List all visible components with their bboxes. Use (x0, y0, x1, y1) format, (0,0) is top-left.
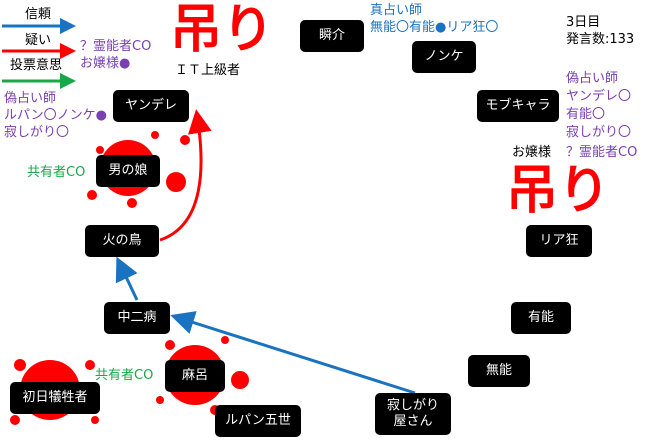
day-label: 3日目 (566, 15, 601, 30)
post-count: 発言数:133 (566, 32, 635, 47)
node-otokonoko[interactable]: 男の娘 (96, 155, 160, 187)
fake-seer-left-1: 偽占い師 (4, 91, 57, 106)
hanged-mark-1: 吊り (170, 0, 275, 60)
trust-arrow-sabishi-chuni (170, 311, 416, 395)
true-seer-1: 真占い師 (370, 3, 423, 18)
node-it-hanged[interactable]: ＩＴ上級者 (175, 63, 241, 78)
it-claim-1: ？霊能者CO (80, 39, 152, 54)
doubt-arrow-hinotori-yandere (159, 109, 212, 242)
legend-doubt-label: 疑い (25, 33, 52, 48)
node-hinotori[interactable]: 火の鳥 (85, 225, 159, 257)
node-maro[interactable]: 麻呂 (165, 360, 225, 392)
legend-arrows (2, 18, 76, 89)
node-shunsuke[interactable]: 瞬介 (300, 20, 364, 52)
node-nonke[interactable]: ノンケ (412, 41, 476, 73)
node-mob[interactable]: モブキャラ (477, 90, 559, 122)
fake-seer-left-3: 寂しがり〇 (4, 125, 70, 140)
ojou-claim: ？霊能者CO (566, 145, 638, 160)
legend-vote-label: 投票意思 (10, 58, 63, 73)
legend-trust-label: 信頼 (25, 7, 52, 22)
node-yuno[interactable]: 有能 (511, 302, 571, 334)
fake-seer-left-2: ルパン〇ノンケ● (4, 108, 107, 123)
node-riakyo[interactable]: リア狂 (526, 225, 592, 257)
node-lupin[interactable]: ルパン五世 (215, 405, 301, 437)
node-ojou-hanged[interactable]: お嬢様 (512, 145, 552, 160)
it-claim-2: お嬢様● (80, 56, 131, 71)
hanged-mark-2: 吊り (506, 161, 611, 221)
shared-co-1: 共有者CO (27, 165, 86, 180)
node-chuni[interactable]: 中二病 (104, 302, 170, 334)
node-sabishi[interactable]: 寂しがり 屋さん (375, 393, 451, 435)
node-muno[interactable]: 無能 (468, 355, 530, 387)
fake-seer-right-2: ヤンデレ〇 (566, 89, 632, 104)
shared-co-2: 共有者CO (95, 368, 154, 383)
fake-seer-right-4: 寂しがり〇 (566, 125, 632, 140)
true-seer-2: 無能〇有能●リア狂〇 (370, 20, 499, 35)
node-yandere[interactable]: ヤンデレ (113, 90, 189, 122)
fake-seer-right-1: 偽占い師 (566, 71, 619, 86)
node-shonichi[interactable]: 初日犠牲者 (10, 382, 100, 414)
trust-arrow-chuni-hinotori (115, 256, 139, 301)
fake-seer-right-3: 有能〇 (566, 107, 606, 122)
